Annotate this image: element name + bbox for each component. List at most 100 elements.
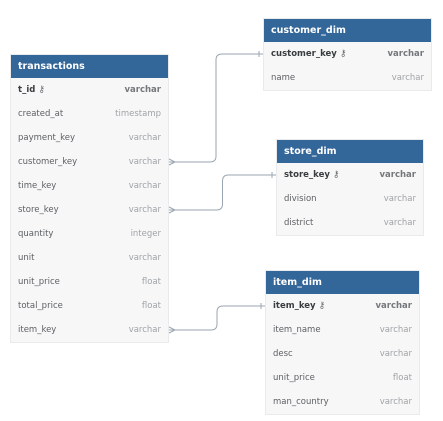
column-row-transactions-payment-key[interactable]: payment_key varchar [11,126,168,150]
column-type: varchar [391,73,424,83]
column-name: payment_key [18,133,75,143]
column-name-cell: payment_key [18,133,75,143]
column-name: item_key [18,325,57,335]
column-name: name [271,73,296,83]
column-name-cell: unit_price [273,373,315,383]
column-type: varchar [128,253,161,263]
column-name-cell: created_at [18,109,63,119]
column-type: varchar [379,397,412,407]
table-header-customer-dim[interactable]: customer_dim [264,19,431,42]
column-name-cell: man_country [273,397,329,407]
column-type: float [141,277,161,287]
column-type: varchar [387,49,425,59]
column-row-customer-dim-name[interactable]: name varchar [264,66,431,90]
column-name-cell: store_key [18,205,59,215]
column-name-cell: item_key [18,325,56,335]
column-type: varchar [124,85,162,95]
column-name: unit_price [273,373,315,383]
column-name-cell: customer_key [18,157,77,167]
many-marker [168,206,177,214]
column-row-transactions-store-key[interactable]: store_key varchar [11,198,168,222]
column-type: timestamp [115,109,161,119]
column-type: varchar [375,301,413,311]
key-icon: ⚷ [318,301,326,311]
column-name: store_key [284,170,330,180]
column-type: varchar [383,218,416,228]
column-row-item-dim-desc[interactable]: desc varchar [266,342,419,366]
table-header-item-dim[interactable]: item_dim [266,271,419,294]
column-type: varchar [128,205,161,215]
column-name-cell: district [284,218,313,228]
column-name-cell: name [271,73,295,83]
column-type: varchar [128,133,161,143]
column-row-store-dim-district[interactable]: district varchar [277,211,423,235]
column-row-transactions-created-at[interactable]: created_at timestamp [11,102,168,126]
column-name: desc [273,349,293,359]
column-row-transactions-unit[interactable]: unit varchar [11,246,168,270]
column-name-cell: total_price [18,301,63,311]
column-row-transactions-time-key[interactable]: time_key varchar [11,174,168,198]
column-type: varchar [379,349,412,359]
column-name: t_id [18,85,36,95]
column-row-store-dim-store-key[interactable]: store_key⚷varchar [277,163,423,187]
relationship-item-key[interactable] [168,303,266,334]
relationship-store-key[interactable] [168,172,277,214]
column-name-cell: time_key [18,181,56,191]
column-name: total_price [18,301,63,311]
column-row-item-dim-item-key[interactable]: item_key⚷ varchar [266,294,419,318]
column-name-cell: item_key⚷ [273,301,325,311]
table-header-store-dim[interactable]: store_dim [277,140,423,163]
column-name-cell: desc [273,349,293,359]
column-name-cell: item_name [273,325,321,335]
column-row-customer-dim-customer-key[interactable]: customer_key⚷ varchar [264,42,431,66]
column-name-cell: t_id⚷ [18,85,45,95]
column-name: quantity [18,229,54,239]
key-icon: ⚷ [339,49,347,59]
column-name: item_name [273,325,321,335]
column-name-cell: unit [18,253,34,263]
column-name-cell: division [284,194,317,204]
column-name-cell: customer_key⚷ [271,49,346,59]
column-type: varchar [383,194,416,204]
relationship-line [168,305,266,331]
column-name: created_at [18,109,64,119]
column-name: time_key [18,181,57,191]
many-marker [168,326,177,334]
column-name-cell: quantity [18,229,53,239]
column-name: customer_key [18,157,78,167]
column-name-cell: store_key⚷ [284,170,340,180]
relationship-line [168,174,277,211]
column-name: item_key [273,301,316,311]
column-row-store-dim-division[interactable]: division varchar [277,187,423,211]
column-row-transactions-t-id[interactable]: t_id⚷ varchar [11,78,168,102]
relationship-customer-key[interactable] [168,51,264,166]
table-header-transactions[interactable]: transactions [11,55,168,78]
column-type: float [141,301,161,311]
column-type: varchar [128,181,161,191]
column-name: customer_key [271,49,337,59]
column-name: man_country [273,397,329,407]
key-icon: ⚷ [38,85,45,95]
column-row-item-dim-man-country[interactable]: man_country varchar [266,390,419,414]
column-row-transactions-total-price[interactable]: total_price float [11,294,168,318]
column-name: division [284,194,317,204]
many-marker [168,158,177,166]
key-icon: ⚷ [332,170,340,180]
relationship-line [168,53,264,163]
